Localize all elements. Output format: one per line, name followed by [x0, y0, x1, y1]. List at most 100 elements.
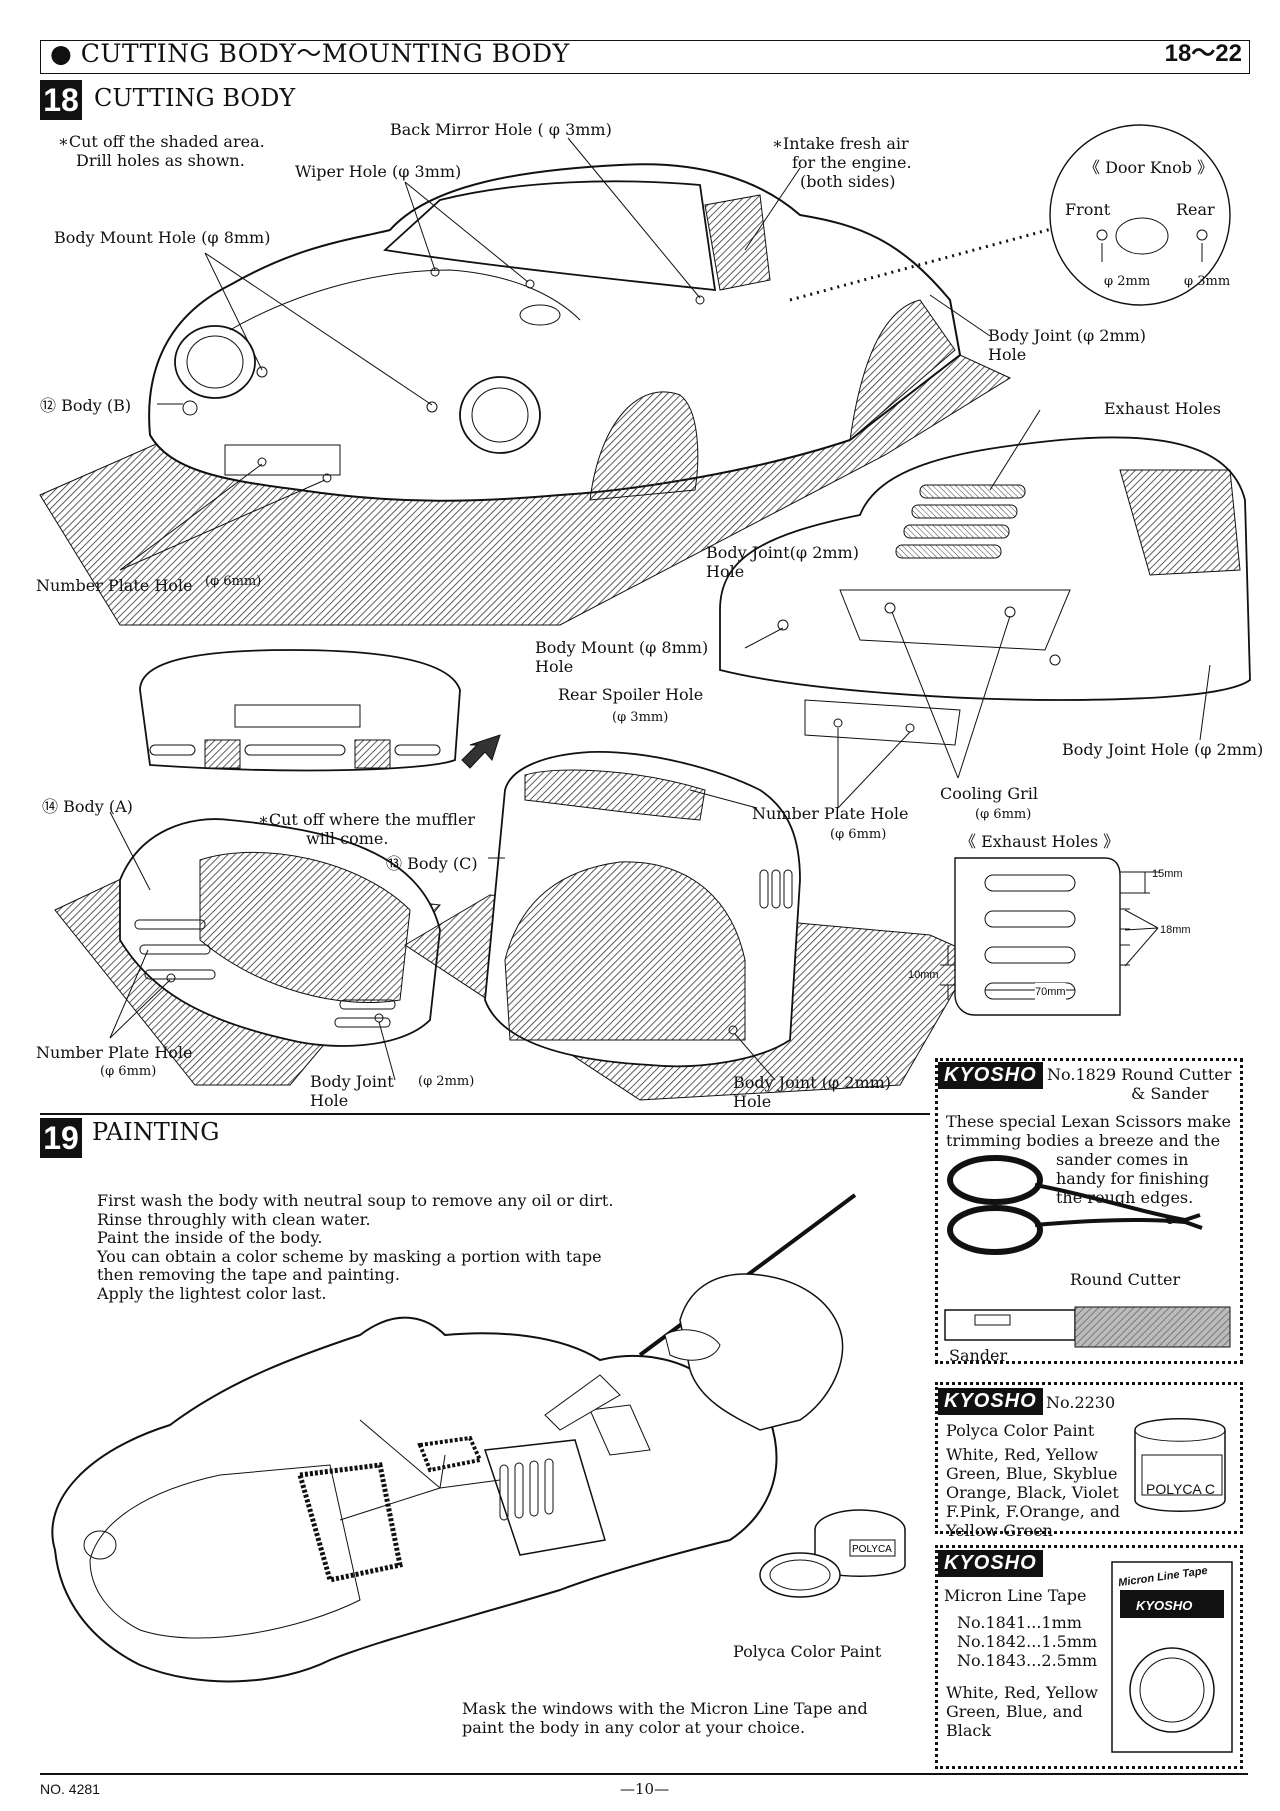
- exhaust-holes-detail-label: 《 Exhaust Holes 》: [960, 832, 1120, 851]
- number-plate-hole-mid-label-2: (φ 6mm): [830, 827, 887, 842]
- body-joint-bottom-right-label-2: Hole: [733, 1092, 772, 1111]
- number-plate-hole-top-label: Number Plate Hole: [36, 576, 193, 595]
- wiper-hole-label: Wiper Hole (φ 3mm): [295, 162, 462, 181]
- paint-color-line: F.Pink, F.Orange, and: [946, 1502, 1121, 1521]
- page-number: —10—: [620, 1780, 670, 1798]
- cutter-title-2: & Sander: [1131, 1084, 1209, 1103]
- cut-muffler-label-2: will come.: [306, 829, 389, 848]
- paint-color-line: Yellow Green: [946, 1521, 1053, 1540]
- body-joint-mid-label-1: Body Joint(φ 2mm): [706, 543, 859, 562]
- jar-label: POLYCA: [852, 1544, 892, 1555]
- round-cutter-label: Round Cutter: [1070, 1270, 1181, 1289]
- dim-18mm: 18mm: [1160, 924, 1191, 936]
- paint-color-line: White, Red, Yellow: [946, 1445, 1099, 1464]
- body-joint-bottom-right-label-1: Body Joint (φ 2mm): [733, 1073, 892, 1092]
- cutting-body-illustration: [39, 124, 1251, 1101]
- body-c-label: ⑬ Body (C): [386, 854, 478, 873]
- step-18-note-2: Drill holes as shown.: [76, 151, 245, 170]
- cut-muffler-label-1: ∗Cut off where the muffler: [258, 810, 476, 829]
- number-plate-hole-mid-label-1: Number Plate Hole: [752, 804, 909, 823]
- step-18-number: 18: [40, 80, 82, 120]
- product-box-paint: [935, 1382, 1243, 1534]
- product-box-cutter: [935, 1058, 1243, 1364]
- tape-color-line: Black: [946, 1721, 992, 1740]
- intake-label-2: for the engine.: [792, 153, 912, 172]
- paint-product-name: Polyca Color Paint: [946, 1421, 1095, 1440]
- sander-label: Sander: [949, 1346, 1008, 1365]
- tape-color-line: White, Red, Yellow: [946, 1683, 1099, 1702]
- tape-size-line: No.1842...1.5mm: [957, 1632, 1098, 1651]
- paint-product-number: No.2230: [1046, 1393, 1116, 1412]
- body-joint-hole-top-label-2: Hole: [988, 345, 1027, 364]
- step-range: 18〜22: [1164, 40, 1242, 67]
- body-joint-hole-top-label-1: Body Joint (φ 2mm): [988, 326, 1147, 345]
- dim-10mm: 10mm: [908, 969, 939, 981]
- kyosho-logo: KYOSHO: [938, 1388, 1043, 1415]
- rear-spoiler-hole-label-1: Rear Spoiler Hole: [558, 685, 704, 704]
- door-knob-front-label: Front: [1065, 200, 1111, 219]
- cutter-desc: trimming bodies a breeze and the: [946, 1131, 1221, 1150]
- intake-label-3: (both sides): [800, 172, 896, 191]
- body-joint-bottom-left-label-1: Body Joint: [310, 1072, 394, 1091]
- painting-instructions: First wash the body with neutral soup to…: [97, 1191, 614, 1303]
- tape-product-name: Micron Line Tape: [944, 1586, 1087, 1605]
- door-knob-label: 《 Door Knob 》: [1084, 158, 1214, 177]
- body-joint-bottom-left-label-2: Hole: [310, 1091, 349, 1110]
- body-joint-hole-right-label: Body Joint Hole (φ 2mm): [1062, 740, 1264, 759]
- kyosho-logo: KYOSHO: [938, 1062, 1043, 1089]
- number-plate-hole-bottom-label-2: (φ 6mm): [100, 1064, 157, 1079]
- door-knob-front-size: φ 2mm: [1104, 274, 1151, 289]
- cooling-gril-label-1: Cooling Gril: [940, 784, 1039, 803]
- product-box-tape: [935, 1545, 1243, 1769]
- exhaust-holes-label: Exhaust Holes: [1104, 399, 1221, 418]
- intake-label-1: ∗Intake fresh air: [772, 134, 909, 153]
- back-mirror-hole-label: Back Mirror Hole ( φ 3mm): [390, 120, 612, 139]
- instruction-line: You can obtain a color scheme by masking…: [97, 1246, 602, 1266]
- painting-illustration: POLYCA: [51, 1193, 906, 1683]
- tape-pack-brand: KYOSHO: [1136, 1598, 1193, 1613]
- scissors-image: [947, 1155, 1203, 1255]
- dim-15mm: 15mm: [1152, 868, 1183, 880]
- number-plate-hole-bottom-label-1: Number Plate Hole: [36, 1043, 193, 1062]
- body-mount-mid-label-2: Hole: [535, 657, 574, 676]
- tape-color-line: Green, Blue, and: [946, 1702, 1083, 1721]
- body-joint-mid-label-2: Hole: [706, 562, 745, 581]
- cutter-desc: handy for finishing: [1056, 1169, 1210, 1188]
- step-18-title: CUTTING BODY: [94, 84, 296, 112]
- mask-note-1: Mask the windows with the Micron Line Ta…: [462, 1699, 868, 1718]
- rear-spoiler-hole-label-2: (φ 3mm): [612, 710, 669, 725]
- paint-jar-label: POLYCA C: [1146, 1481, 1215, 1497]
- sander-image: [944, 1306, 1231, 1348]
- kyosho-logo: KYOSHO: [938, 1550, 1043, 1577]
- cooling-gril-label-2: (φ 6mm): [975, 807, 1032, 822]
- cutter-desc: sander comes in: [1056, 1150, 1189, 1169]
- number-plate-hole-top-size: (φ 6mm): [205, 574, 262, 589]
- body-joint-bottom-left-size: (φ 2mm): [418, 1074, 475, 1089]
- mask-note-2: paint the body in any color at your choi…: [462, 1718, 806, 1737]
- cutter-title-1: No.1829 Round Cutter: [1047, 1065, 1232, 1084]
- tape-size-line: No.1843...2.5mm: [957, 1651, 1098, 1670]
- paint-jar-image: [1134, 1418, 1226, 1512]
- instruction-line: Apply the lightest color last.: [97, 1283, 327, 1303]
- header-bar: [40, 40, 1250, 74]
- instruction-line: then removing the tape and painting.: [97, 1265, 400, 1284]
- dim-70mm: 70mm: [1035, 983, 1066, 1002]
- step-19-number: 19: [40, 1118, 82, 1158]
- paint-color-line: Orange, Black, Violet: [946, 1483, 1119, 1502]
- door-knob-rear-size: φ 3mm: [1184, 274, 1231, 289]
- step-19-title: PAINTING: [92, 1118, 220, 1146]
- body-mount-hole-label: Body Mount Hole (φ 8mm): [54, 228, 271, 247]
- tape-package-image: [1111, 1561, 1233, 1753]
- tape-size-line: No.1841...1mm: [957, 1613, 1082, 1632]
- model-number: NO. 4281: [40, 1781, 100, 1797]
- door-knob-rear-label: Rear: [1176, 200, 1215, 219]
- body-b-label: ⑫ Body (B): [40, 396, 132, 415]
- cutter-desc: These special Lexan Scissors make: [946, 1112, 1231, 1131]
- instruction-line: Paint the inside of the body.: [97, 1228, 323, 1247]
- section-title: ● CUTTING BODY〜MOUNTING BODY: [50, 39, 570, 68]
- paint-color-line: Green, Blue, Skyblue: [946, 1464, 1118, 1483]
- instruction-line: First wash the body with neutral soup to…: [97, 1191, 614, 1210]
- cutter-desc: the rough edges.: [1056, 1188, 1194, 1207]
- instruction-line: Rinse throughly with clean water.: [97, 1209, 371, 1229]
- polyca-paint-label: Polyca Color Paint: [733, 1642, 882, 1661]
